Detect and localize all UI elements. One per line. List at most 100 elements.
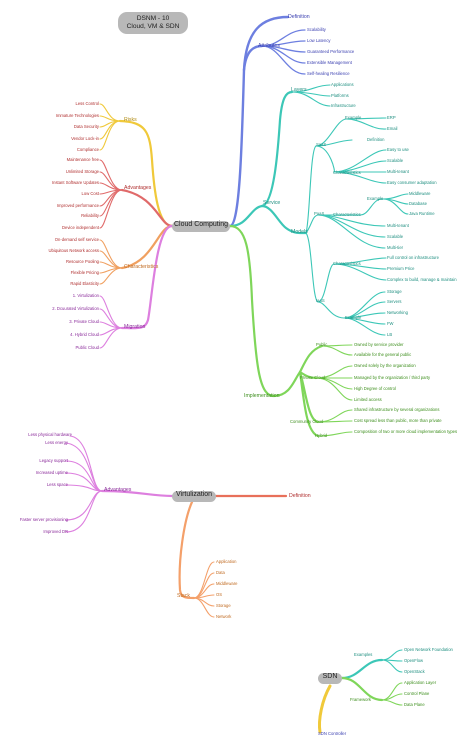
iaas-example-item: FW [387,321,394,326]
iaas-example-label: Example [345,315,362,320]
stack-item: Storage [216,603,231,608]
cloud-advantage-item: Improved performance [56,203,99,208]
paas-label: PaaS [314,211,325,216]
sdn-example-item: OpenFlow [404,658,424,663]
stack-item: OS [216,592,223,597]
sdn-example-item: Open Network Foundation [404,647,453,652]
migration-item: 1. Virtulization [72,293,99,298]
saas-characteristic-item: Multi-tenant [387,169,409,174]
saas-characteristics-label: Characteristics [333,170,361,175]
attribute-item: Extensible Management [307,60,352,65]
virtualization-advantage-item: Legacy support [39,458,68,463]
iaas-characteristic-item: Full control on infrastructure [387,255,439,260]
attribute-item: Self-healing Resilience [307,71,350,76]
attribute-item: Guaranteed Performance [307,49,355,54]
public-item: Owned by service provider [354,342,404,347]
virtualization-definition-label: Definition [289,493,311,499]
migration-item: 3. Private Cloud [69,319,99,324]
paas-characteristics-label: Characteristics [333,212,361,217]
stack-item: Middleware [216,581,238,586]
virtualization-advantage-item: Faster server provisioning [19,517,68,522]
cloud-characteristic-item: On-demand self service [54,237,99,242]
cloud-advantage-item: Instant Software Updates [51,180,99,185]
migration-label: Migration [124,324,146,330]
risk-item: Less Control [75,101,99,106]
cloud-computing-node[interactable]: Cloud Computing [172,221,230,232]
hybrid-item: Composition of two or more cloud impleme… [354,429,458,434]
hybrid-label: Hybrid [315,433,328,438]
service-label: Service [263,200,281,206]
private-item: Owned solely by the organization [354,363,416,368]
virtualization-advantages-label: Advantages [104,487,132,493]
layer-item: Applications [331,82,354,87]
cloud-characteristic-item: Resource Pooling [65,259,99,264]
paas-example-item: Database [409,201,427,206]
virtualization-advantage-item: Less energy [45,440,68,445]
saas-characteristic-item: Easy consumer adaptation [387,180,437,185]
layer-item: Infrastructure [331,103,356,108]
community-cloud-label: Community Cloud [290,419,324,424]
map-title-line1: DSNM - 10 [136,15,170,22]
iaas-characteristic-item: Premium Price [387,266,415,271]
layer-item: Platforms [331,93,349,98]
virtualization-node[interactable]: Virtulization [172,491,216,502]
iaas-example-item: Networking [387,310,408,315]
saas-characteristic-item: Scalable [387,158,404,163]
cloud-characteristic-item: Ubiquitous Network access [48,248,99,253]
cloud-advantage-item: Device independent [61,225,99,230]
saas-characteristic-item: Easy to use [387,147,409,152]
cloud-advantages-label: Advantages [124,185,152,191]
migration-item: Public Cloud [75,345,99,350]
cloud-advantage-item: Maintenance free [66,157,99,162]
paas-item: Multi-tenant [387,223,409,228]
sdn-example-item: OpenStack [404,669,425,674]
paas-example-label: Example [367,196,384,201]
iaas-characteristic-item: Complex to build, manage & maintain [387,277,457,282]
paas-item: Scalable [387,234,404,239]
sdn-node[interactable]: SDN [318,673,342,684]
risk-item: Vendor Lock-in [71,136,99,141]
cloud-advantage-item: Low Cost [81,191,99,196]
community-item: Shared infrastructure by several organiz… [354,407,440,412]
map-title: DSNM - 10 Cloud, VM & SDN [118,12,188,35]
virtualization-advantage-item: Increased uptime [35,470,68,475]
iaas-example-item: Storage [387,289,402,294]
stack-item: Network [216,614,232,619]
migration-item: 4. Hybrid Cloud [70,332,99,337]
sdn-framework-label: Framework [350,697,371,702]
cloud-definition-label: Definition [288,14,310,20]
stack-item: Application [216,559,237,564]
risk-item: Compliance [76,147,99,152]
paas-example-item: Middleware [409,191,431,196]
stack-item: Data [216,570,225,575]
saas-example-label: Example [345,115,362,120]
sdn-framework-item: Application Layer [404,680,437,685]
virtualization-advantage-item: Less space [46,482,68,487]
saas-example-item: ERP [387,115,396,120]
saas-label: SaaS [316,142,327,147]
sdn-controller-label: SDN Controller [318,731,347,736]
iaas-example-item: LB [387,332,393,337]
cloud-advantage-item: Unlimited Storage [65,169,99,174]
attribute-item: Scalability [307,27,326,32]
sdn-framework-item: Control Plane [404,691,430,696]
cloud-characteristics-label: Characteristics [124,264,159,270]
models-label: Models [291,229,308,235]
saas-definition-label: Definition [367,137,385,142]
iaas-example-item: Servers [387,299,402,304]
attributes-label: Attributes [258,43,280,49]
community-item: Cost spread less than public, more than … [354,418,442,423]
private-cloud-label: Private Cloud [300,375,326,380]
cloud-advantage-item: Reliability [81,213,99,218]
saas-example-item: Email [387,126,398,131]
cloud-characteristic-item: Rapid Elasticity [70,281,99,286]
sdn-framework-item: Data Plane [404,702,425,707]
public-item: Available for the general public [354,352,412,357]
virtualization-advantage-item: Improved DR [43,529,68,534]
private-item: Limited access [354,397,382,402]
iaas-label: IaaS [316,298,325,303]
iaas-characteristics-label: Characteristics [333,261,361,266]
map-title-line2: Cloud, VM & SDN [126,23,180,31]
